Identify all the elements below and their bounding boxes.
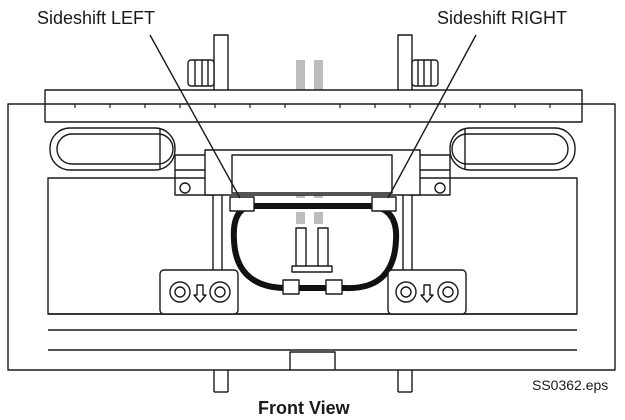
bottom-bar xyxy=(48,313,577,370)
right-mount-block xyxy=(387,269,467,315)
hose-fittings xyxy=(229,196,397,295)
view-caption: Front View xyxy=(258,398,350,418)
hydraulic-hose xyxy=(230,203,400,292)
bottom-posts xyxy=(213,370,413,393)
sideshift-left-label: Sideshift LEFT xyxy=(37,8,156,28)
left-cylinder xyxy=(49,127,176,171)
right-top-post xyxy=(397,34,439,96)
center-cylinder xyxy=(204,149,421,196)
left-mount-block xyxy=(159,269,239,315)
carriage-top-bar xyxy=(44,89,583,123)
sideshift-right-label: Sideshift RIGHT xyxy=(437,8,568,28)
left-top-post xyxy=(187,34,229,96)
leader-line-left xyxy=(149,34,241,199)
right-cylinder xyxy=(449,127,576,171)
file-name-label: SS0362.eps xyxy=(532,377,609,393)
leader-line-right xyxy=(387,34,477,199)
uprights xyxy=(212,195,413,280)
